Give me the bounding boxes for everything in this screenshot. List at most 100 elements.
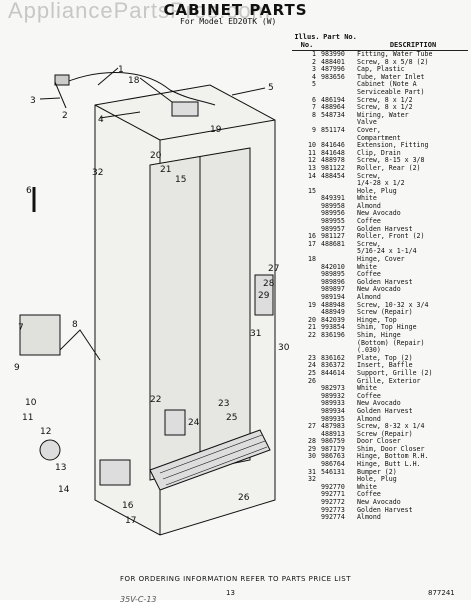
illus-no-cell: 5: [312, 80, 316, 89]
description-cell: Tube, Water Inlet: [357, 72, 425, 81]
part-no-cell: 993854: [321, 323, 345, 332]
description-cell: New Avocado: [357, 209, 401, 218]
part-no-cell: 989897: [321, 285, 345, 294]
part-no-cell: 488978: [321, 156, 345, 165]
part-no-cell: 992770: [321, 482, 345, 491]
description-cell: Shim, Top Hinge: [357, 323, 417, 332]
callout-10: 10: [25, 398, 37, 408]
description-cell: Insert, Baffle: [357, 361, 413, 370]
part-no-cell: [321, 81, 357, 89]
description-cell: (.030): [357, 346, 381, 355]
illus-no-cell: 8: [312, 110, 316, 119]
part-no-cell: 986763: [321, 452, 345, 461]
illus-no-cell: 27: [308, 422, 316, 431]
part-no-cell: 992772: [321, 498, 345, 507]
illus-no-cell: [292, 309, 321, 317]
parts-row: (Bottom) (Repair): [292, 338, 468, 348]
part-no-cell: [321, 340, 357, 348]
callout-9: 9: [14, 363, 20, 373]
part-no-cell: 488964: [321, 103, 345, 112]
col-illus-no: Illus. No.: [294, 33, 320, 49]
illus-no-cell: 7: [312, 103, 316, 112]
illus-no-cell: 1: [312, 50, 316, 58]
illus-no-cell: 14: [308, 171, 316, 180]
description-cell: White: [357, 262, 377, 271]
part-no-cell: 989955: [321, 217, 345, 226]
parts-row: 5 Cabinet (Note A: [292, 81, 468, 89]
callout-8: 8: [72, 320, 78, 330]
description-cell: Cap, Plastic: [357, 65, 405, 74]
description-cell: Hinge, Bottom R.H.: [357, 452, 429, 461]
illus-no-cell: [292, 431, 321, 439]
ordering-note: FOR ORDERING INFORMATION REFER TO PARTS …: [120, 575, 351, 583]
callout-5: 5: [268, 83, 274, 93]
description-cell: Golden Harvest: [357, 406, 413, 415]
part-no-cell: 983656: [321, 72, 345, 81]
illus-no-cell: 9: [312, 125, 316, 134]
callout-22: 22: [150, 395, 161, 405]
description-cell: Hinge, Butt L.H.: [357, 460, 421, 469]
description-cell: Serviceable Part): [357, 87, 425, 96]
description-cell: Cabinet (Note A: [357, 80, 417, 89]
parts-row: 5/16-24 x 1-1/4: [292, 248, 468, 256]
part-no-cell: 488913: [321, 429, 345, 438]
illus-no-cell: 3: [312, 65, 316, 74]
description-cell: Coffee: [357, 490, 381, 499]
part-no-cell: 989194: [321, 293, 345, 301]
description-cell: (Bottom) (Repair): [357, 338, 425, 347]
illus-no-cell: [292, 499, 321, 507]
part-no-cell: 989896: [321, 277, 345, 286]
illus-no-cell: 15: [308, 186, 316, 195]
description-cell: Bumper (2): [357, 467, 397, 476]
callout-13: 13: [55, 463, 66, 473]
description-cell: Valve: [357, 118, 377, 127]
description-cell: 1/4-28 x 1/2: [357, 179, 405, 188]
description-cell: Almond: [357, 201, 381, 210]
illus-no-cell: 17: [308, 239, 316, 248]
illus-no-cell: 16: [308, 232, 316, 241]
parts-row: 989896 Golden Harvest: [292, 277, 468, 287]
part-no-cell: 487996: [321, 65, 345, 74]
part-no-cell: 989933: [321, 399, 345, 408]
illus-no-cell: [292, 119, 321, 127]
description-cell: Plate, Top (2): [357, 353, 413, 362]
part-no-cell: [321, 180, 357, 188]
part-no-cell: 981127: [321, 232, 345, 241]
document-id: 877241: [428, 589, 455, 597]
description-cell: Golden Harvest: [357, 277, 413, 286]
callout-1: 1: [118, 65, 124, 75]
description-cell: Hole, Plug: [357, 186, 397, 195]
description-cell: Screw, 8 x 1/2: [357, 103, 413, 112]
description-cell: Wiring, Water: [357, 110, 409, 119]
part-no-cell: 982973: [321, 384, 345, 393]
description-cell: Fitting, Water Tube: [357, 50, 433, 58]
part-no-cell: 546131: [321, 467, 345, 476]
illus-no-cell: [292, 461, 321, 469]
illus-no-cell: [292, 400, 321, 408]
exploded-diagram: 1 2 3 4 5 18 19 20 21 15 32 6 7 8 9 10 1…: [14, 65, 290, 536]
col-description: DESCRIPTION: [389, 41, 437, 49]
description-cell: Clip, Drain: [357, 148, 401, 157]
illus-no-cell: [292, 135, 321, 143]
parts-row: (.030): [292, 347, 468, 355]
part-no-cell: 842039: [321, 315, 345, 324]
rear-roller: [39, 439, 61, 461]
illus-no-cell: [292, 195, 321, 203]
illus-no-cell: 22: [308, 330, 316, 339]
